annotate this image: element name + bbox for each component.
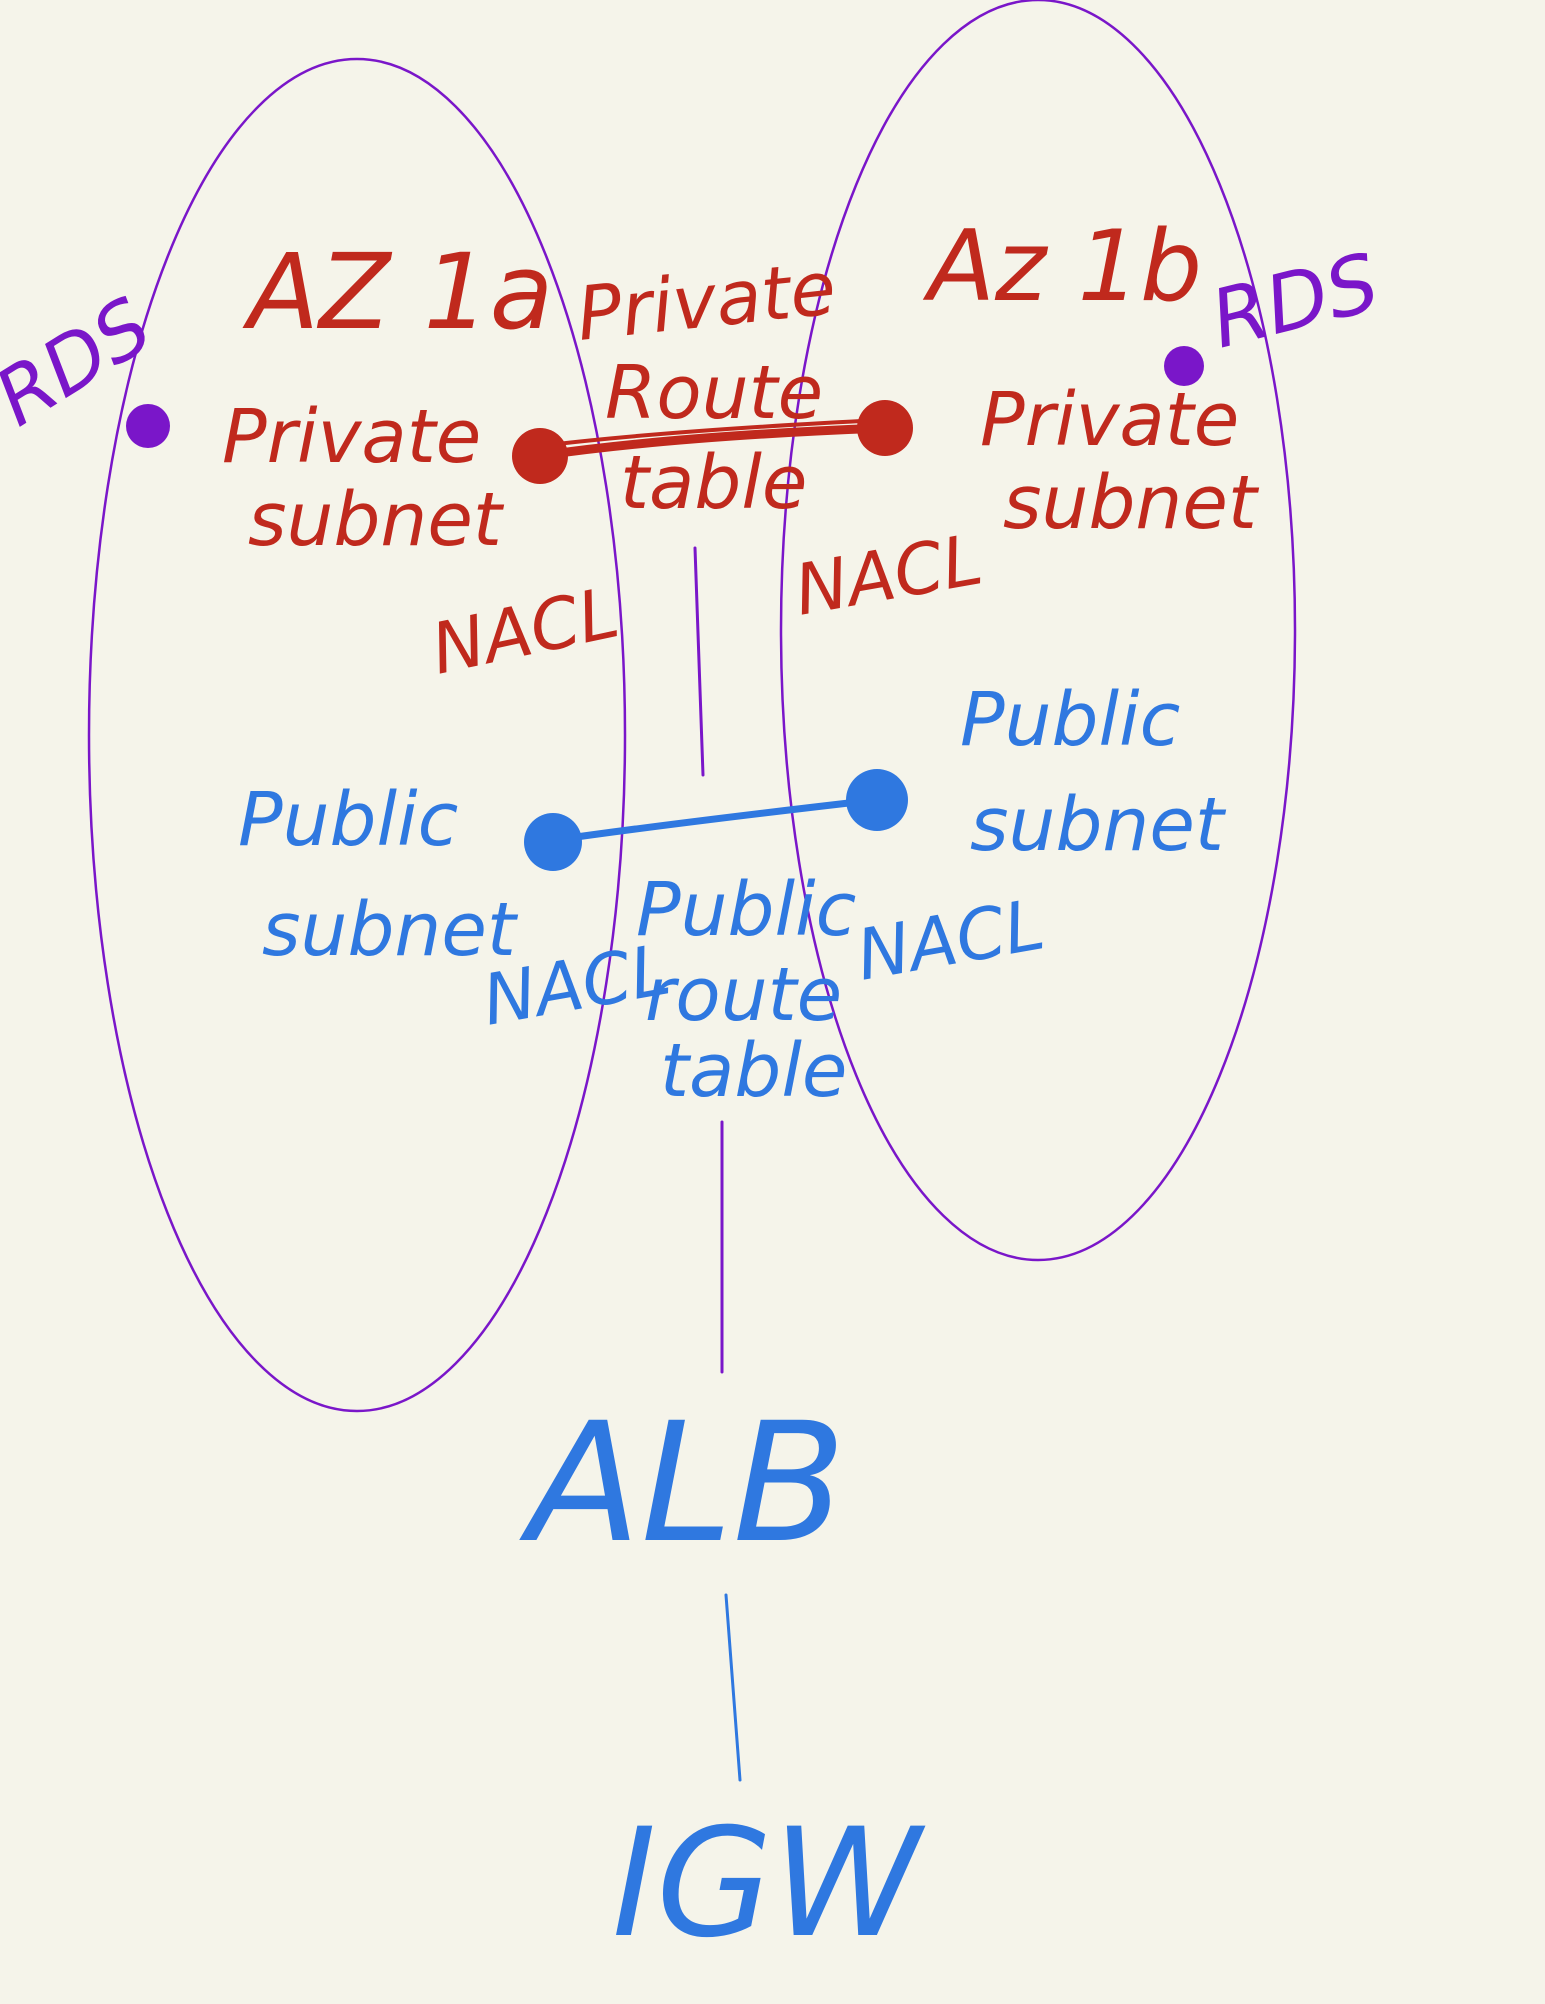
private-subnet-1a-node (512, 428, 568, 484)
public-route-table-line3: table (660, 1028, 847, 1114)
private-subnet-1b-label-line1: Private (980, 377, 1239, 463)
public-subnet-1b-label-line2: subnet (970, 782, 1227, 868)
private-route-table-line1: Private (573, 245, 840, 358)
private-subnet-1b-node (857, 400, 913, 456)
az-1b-title: Az 1b (922, 210, 1202, 324)
public-subnet-1b-node (846, 769, 908, 831)
public-subnet-1b-label-line1: Public (960, 677, 1180, 763)
az-1a-title: AZ 1a (242, 231, 553, 353)
rds-1a-node (126, 404, 170, 448)
rds-1b-label: RDS (1202, 236, 1387, 367)
private-route-table-line2: Route (605, 350, 823, 436)
public-route-connector (551, 796, 879, 844)
public-subnet-1a-label-line2: subnet (262, 887, 519, 973)
private-subnet-1a-label-line1: Private (222, 394, 481, 480)
public-nacl-1b-label: NACL (851, 883, 1051, 996)
alb-igw-line (724, 1593, 742, 1782)
igw-label: IGW (612, 1797, 925, 1971)
public-subnet-1a-node (524, 813, 582, 871)
private-subnet-1a-label-line2: subnet (248, 477, 505, 563)
public-route-table-line1: Public (636, 867, 856, 953)
private-route-table-line3: table (620, 440, 807, 526)
az-1a-ellipse (87, 57, 627, 1413)
public-subnet-1a-label-line1: Public (238, 777, 458, 863)
private-nacl-1a-label: NACL (424, 571, 625, 690)
public-route-table-line2: route (645, 952, 842, 1038)
alb-label: ALB (519, 1387, 846, 1579)
private-route-table-line (693, 546, 705, 777)
private-subnet-1b-label-line2: subnet (1003, 460, 1260, 546)
az-1b-ellipse (779, 0, 1297, 1262)
private-nacl-1b-label: NACL (789, 518, 989, 631)
rds-1b-node (1164, 346, 1204, 386)
private-route-connector (540, 418, 890, 460)
